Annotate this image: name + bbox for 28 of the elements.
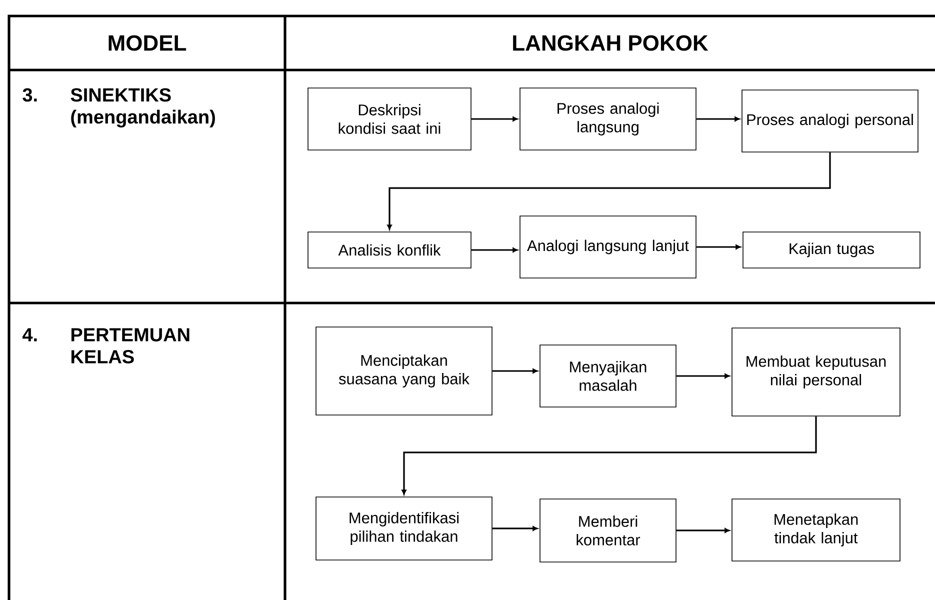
table-header: MODEL [108, 35, 186, 51]
arrow [402, 416, 817, 495]
arrow [676, 528, 730, 533]
model-name: SINEKTIKS (mengandaikan) [70, 88, 215, 128]
process-box: Kajian tugas [742, 232, 920, 268]
arrow [492, 368, 538, 374]
process-box: Analisis konflik [308, 232, 472, 268]
arrow [387, 152, 831, 230]
process-box: Membuat keputusan nilai personal [732, 328, 900, 416]
arrow [492, 526, 538, 531]
row-number: 4. [22, 328, 37, 342]
arrow [696, 116, 740, 122]
process-box: Deskripsi kondisi saat ini [308, 88, 472, 150]
arrow [471, 248, 518, 252]
arrow [471, 116, 518, 122]
process-box: Menetapkan tindak lanjut [732, 498, 900, 562]
process-box: Menyajikan masalah [540, 344, 676, 408]
process-box: Proses analogi personal [742, 90, 918, 152]
process-box: Mengidentifikasi pilihan tindakan [316, 496, 492, 560]
arrow [676, 374, 730, 378]
model-name: PERTEMUAN KELAS [71, 328, 190, 364]
process-box: Analogi langsung lanjut [520, 216, 696, 278]
arrow [696, 244, 741, 250]
process-box: Memberi komentar [540, 498, 676, 562]
process-box: Proses analogi langsung [520, 88, 696, 150]
row-number: 3. [22, 88, 37, 102]
table-header: LANGKAH POKOK [513, 35, 708, 51]
process-box: Menciptakan suasana yang baik [316, 326, 492, 416]
